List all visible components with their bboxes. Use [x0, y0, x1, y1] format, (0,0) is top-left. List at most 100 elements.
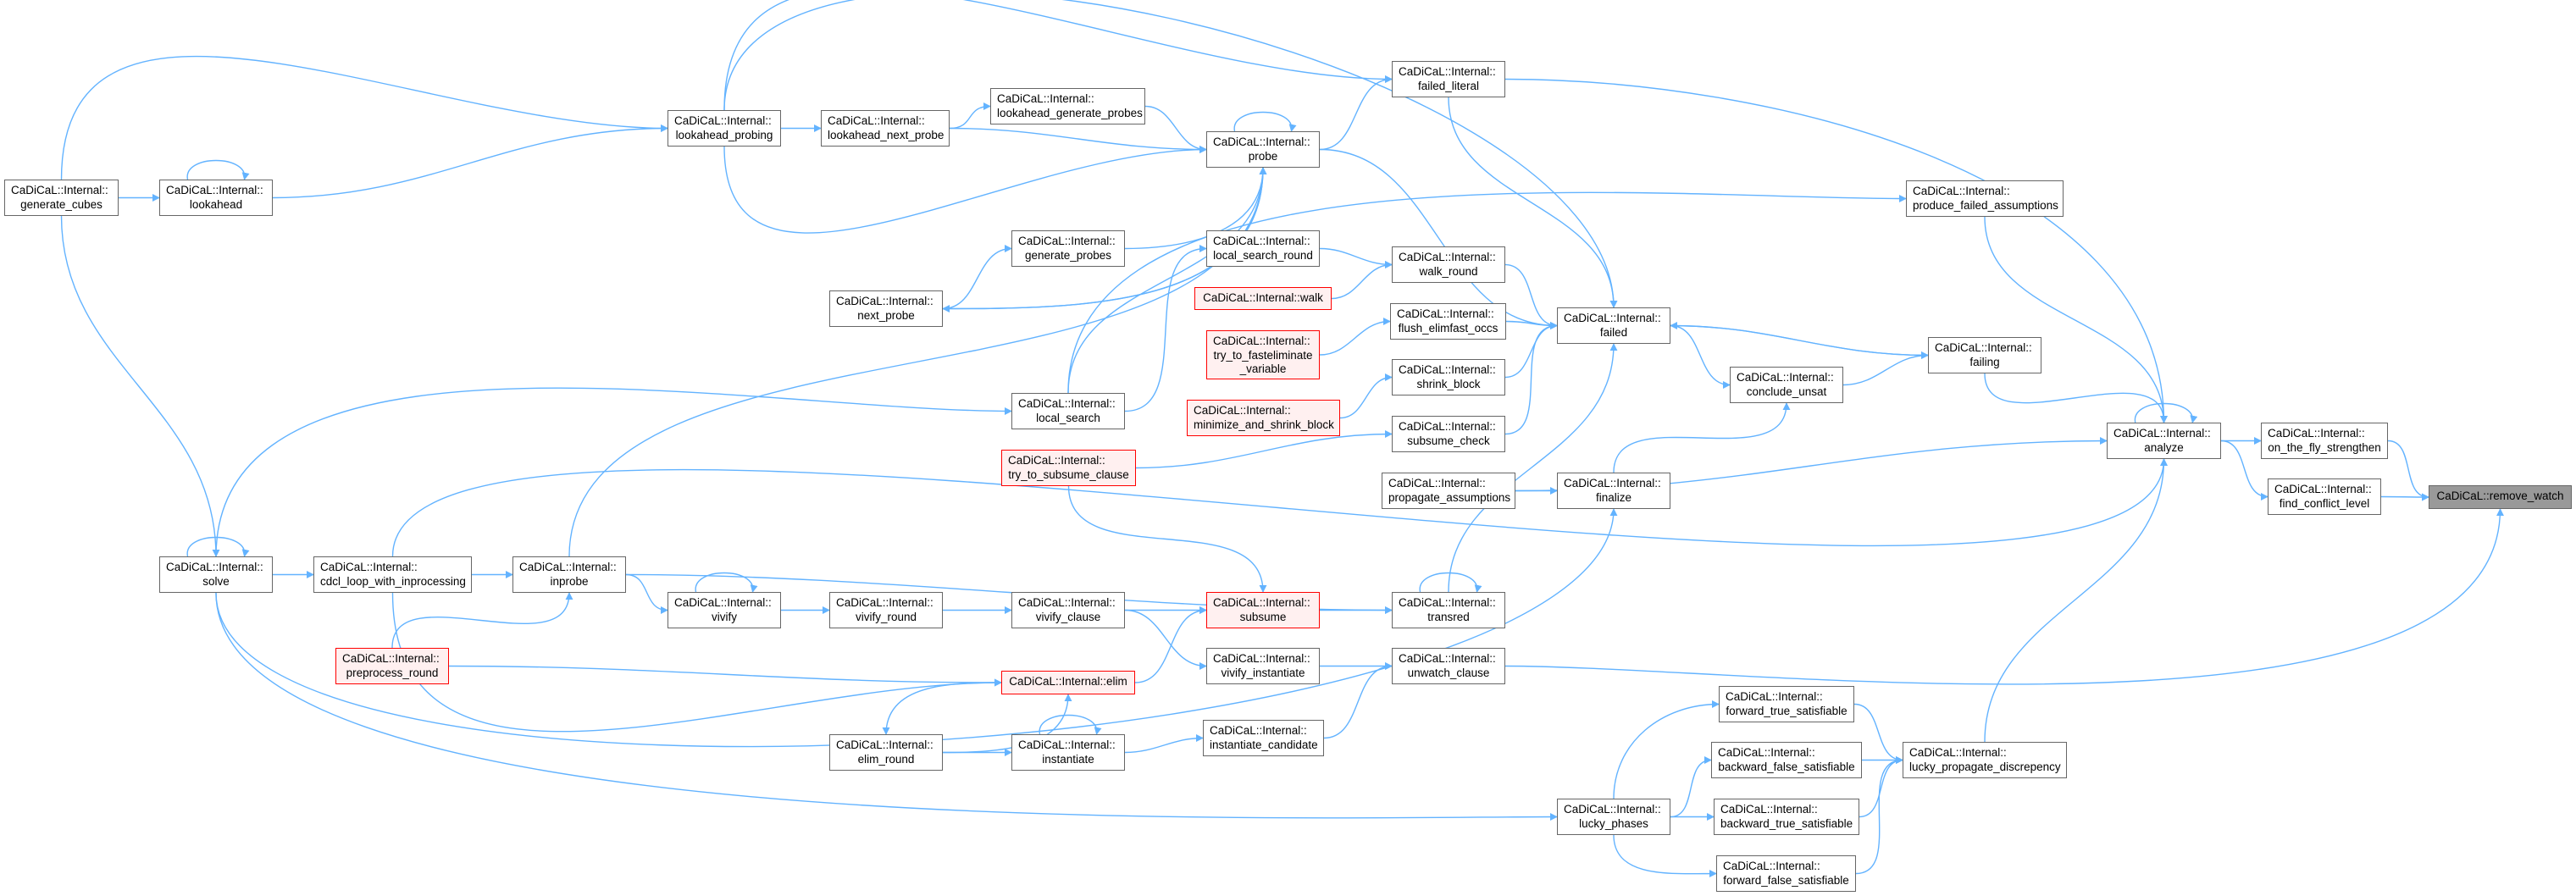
edge-forward-false-satisfiable-to-lucky-propagate-discrepency: [1855, 756, 1903, 875]
node-vivify-round[interactable]: CaDiCaL::Internal::vivify_round: [829, 592, 943, 628]
node-try-to-subsume-clause[interactable]: CaDiCaL::Internal::try_to_subsume_clause: [1001, 450, 1136, 486]
node-on-the-fly-strengthen[interactable]: CaDiCaL::Internal::on_the_fly_strengthen: [2261, 423, 2388, 459]
node-label: CaDiCaL::Internal::: [1737, 371, 1834, 384]
edge-lookahead-next-probe-to-probe: [949, 127, 1207, 153]
node-lookahead-next-probe[interactable]: CaDiCaL::Internal::lookahead_next_probe: [821, 110, 950, 147]
node-label: CaDiCaL::Internal::: [997, 92, 1094, 105]
node-label: cdcl_loop_with_inprocessing: [320, 574, 466, 588]
node-shrink-block[interactable]: CaDiCaL::Internal::shrink_block: [1392, 359, 1505, 395]
node-elim-round[interactable]: CaDiCaL::Internal::elim_round: [829, 734, 943, 771]
node-solve[interactable]: CaDiCaL::Internal::solve: [159, 556, 273, 593]
node-vivify[interactable]: CaDiCaL::Internal::vivify: [668, 592, 781, 628]
node-failing[interactable]: CaDiCaL::Internal::failing: [1928, 337, 2041, 373]
node-conclude-unsat[interactable]: CaDiCaL::Internal::conclude_unsat: [1730, 367, 1843, 403]
node-label: instantiate: [1042, 752, 1094, 766]
node-label: try_to_fasteliminate: [1213, 348, 1313, 362]
node-subsume-check[interactable]: CaDiCaL::Internal::subsume_check: [1392, 416, 1505, 452]
edge-failed-literal-to-analyze: [1504, 78, 2168, 423]
node-transred[interactable]: CaDiCaL::Internal::transred: [1392, 592, 1505, 628]
node-label: local_search: [1036, 411, 1100, 424]
node-backward-true-satisfiable[interactable]: CaDiCaL::Internal::backward_true_satisfi…: [1714, 799, 1859, 835]
edge-instantiate-candidate-to-unwatch-clause: [1323, 662, 1393, 739]
node-finalize[interactable]: CaDiCaL::Internal::finalize: [1557, 473, 1670, 509]
node-lookahead[interactable]: CaDiCaL::Internal::lookahead: [159, 180, 273, 216]
node-backward-false-satisfiable[interactable]: CaDiCaL::Internal::backward_false_satisf…: [1711, 742, 1862, 778]
node-label: CaDiCaL::Internal::: [1210, 724, 1307, 737]
node-label: lookahead_probing: [675, 128, 773, 141]
node-label: CaDiCaL::Internal::: [1018, 397, 1116, 410]
edge-local-search-to-probe: [1067, 167, 1267, 394]
node-flush-elimfast-occs[interactable]: CaDiCaL::Internal::flush_elimfast_occs: [1390, 303, 1506, 340]
edge-local-search-round-to-walk-round: [1319, 247, 1393, 268]
edge-failed-literal-to-failed: [1448, 97, 1618, 308]
node-lucky-propagate-discrepency[interactable]: CaDiCaL::Internal::lucky_propagate_discr…: [1903, 742, 2067, 778]
node-lookahead-probing[interactable]: CaDiCaL::Internal::lookahead_probing: [668, 110, 781, 147]
node-label: CaDiCaL::Internal::: [674, 596, 772, 609]
node-try-to-fasteliminate-variable[interactable]: CaDiCaL::Internal::try_to_fasteliminate_…: [1206, 330, 1320, 379]
node-remove-watch[interactable]: CaDiCaL::remove_watch: [2429, 485, 2572, 509]
node-inprobe[interactable]: CaDiCaL::Internal::inprobe: [512, 556, 626, 593]
node-lucky-phases[interactable]: CaDiCaL::Internal::lucky_phases: [1557, 799, 1670, 835]
node-generate-probes[interactable]: CaDiCaL::Internal::generate_probes: [1011, 230, 1125, 267]
node-label: CaDiCaL::Internal::: [836, 738, 933, 751]
node-walk[interactable]: CaDiCaL::Internal::walk: [1194, 287, 1332, 310]
edge-generate-cubes-to-lookahead-probing: [60, 55, 668, 180]
edge-try-to-fasteliminate-variable-to-flush-elimfast-occs: [1319, 318, 1391, 356]
edge-lookahead-generate-probes-to-probe: [1144, 105, 1207, 153]
node-label: produce_failed_assumptions: [1913, 198, 2058, 212]
node-walk-round[interactable]: CaDiCaL::Internal::walk_round: [1392, 246, 1505, 283]
node-label: CaDiCaL::Internal::: [1564, 477, 1661, 489]
node-local-search[interactable]: CaDiCaL::Internal::local_search: [1011, 393, 1125, 429]
node-analyze[interactable]: CaDiCaL::Internal::analyze: [2107, 423, 2221, 459]
node-instantiate[interactable]: CaDiCaL::Internal::instantiate: [1011, 734, 1125, 771]
node-elim[interactable]: CaDiCaL::Internal::elim: [1001, 671, 1135, 694]
node-label: CaDiCaL::Internal::elim: [1009, 675, 1127, 688]
node-preprocess-round[interactable]: CaDiCaL::Internal::preprocess_round: [335, 648, 449, 684]
node-label: lookahead_next_probe: [828, 128, 945, 141]
node-produce-failed-assumptions[interactable]: CaDiCaL::Internal::produce_failed_assump…: [1906, 180, 2064, 217]
edge-instantiate-to-instantiate: [1039, 714, 1102, 735]
edge-unwatch-clause-to-remove-watch: [1504, 508, 2504, 685]
edge-walk-round-to-failed: [1504, 263, 1558, 329]
node-label: CaDiCaL::Internal::: [1564, 803, 1661, 816]
node-next-probe[interactable]: CaDiCaL::Internal::next_probe: [829, 290, 943, 327]
node-lookahead-generate-probes[interactable]: CaDiCaL::Internal::lookahead_generate_pr…: [990, 88, 1145, 124]
edge-finalize-to-conclude-unsat: [1613, 402, 1791, 473]
edge-lucky-phases-to-forward-false-satisfiable: [1613, 834, 1717, 878]
node-local-search-round[interactable]: CaDiCaL::Internal::local_search_round: [1206, 230, 1320, 267]
node-label: CaDiCaL::Internal::: [1018, 596, 1116, 609]
node-vivify-instantiate[interactable]: CaDiCaL::Internal::vivify_instantiate: [1206, 648, 1320, 684]
node-find-conflict-level[interactable]: CaDiCaL::Internal::find_conflict_level: [2268, 478, 2381, 515]
edge-minimize-and-shrink-block-to-shrink-block: [1339, 373, 1393, 419]
node-cdcl-loop-with-inprocessing[interactable]: CaDiCaL::Internal::cdcl_loop_with_inproc…: [313, 556, 472, 593]
edge-produce-failed-assumptions-to-analyze: [1984, 216, 2168, 423]
node-label: CaDiCaL::Internal::: [1399, 652, 1496, 665]
edge-probe-to-probe: [1233, 111, 1297, 132]
node-vivify-clause[interactable]: CaDiCaL::Internal::vivify_clause: [1011, 592, 1125, 628]
edge-instantiate-to-instantiate-candidate: [1124, 734, 1204, 754]
node-forward-false-satisfiable[interactable]: CaDiCaL::Internal::forward_false_satisfi…: [1716, 855, 1856, 892]
edge-transred-to-transred: [1419, 572, 1482, 593]
node-failed-literal[interactable]: CaDiCaL::Internal::failed_literal: [1392, 61, 1505, 97]
node-probe[interactable]: CaDiCaL::Internal::probe: [1206, 131, 1320, 168]
node-label: CaDiCaL::Internal::: [1399, 251, 1496, 263]
node-label: subsume_check: [1407, 434, 1490, 447]
node-label: CaDiCaL::Internal::: [342, 652, 440, 665]
node-label: CaDiCaL::Internal::: [11, 184, 108, 196]
node-label: analyze: [2144, 440, 2184, 454]
edge-on-the-fly-strengthen-to-remove-watch: [2387, 440, 2429, 501]
node-minimize-and-shrink-block[interactable]: CaDiCaL::Internal::minimize_and_shrink_b…: [1187, 400, 1340, 436]
edge-elim-to-elim-round: [882, 682, 1002, 735]
node-generate-cubes[interactable]: CaDiCaL::Internal::generate_cubes: [4, 180, 119, 216]
node-forward-true-satisfiable[interactable]: CaDiCaL::Internal::forward_true_satisfia…: [1719, 686, 1854, 722]
node-label: CaDiCaL::Internal::: [1913, 185, 2010, 197]
node-label: vivify_instantiate: [1221, 666, 1305, 679]
node-instantiate-candidate[interactable]: CaDiCaL::Internal::instantiate_candidate: [1203, 720, 1324, 756]
node-unwatch-clause[interactable]: CaDiCaL::Internal::unwatch_clause: [1392, 648, 1505, 684]
node-subsume[interactable]: CaDiCaL::Internal::subsume: [1206, 592, 1320, 628]
node-failed[interactable]: CaDiCaL::Internal::failed: [1557, 307, 1670, 344]
node-label: CaDiCaL::Internal::: [1399, 596, 1496, 609]
node-propagate-assumptions[interactable]: CaDiCaL::Internal::propagate_assumptions: [1382, 473, 1515, 509]
edge-inprobe-to-probe: [568, 167, 1267, 557]
edge-failing-to-analyze: [1984, 373, 2168, 423]
